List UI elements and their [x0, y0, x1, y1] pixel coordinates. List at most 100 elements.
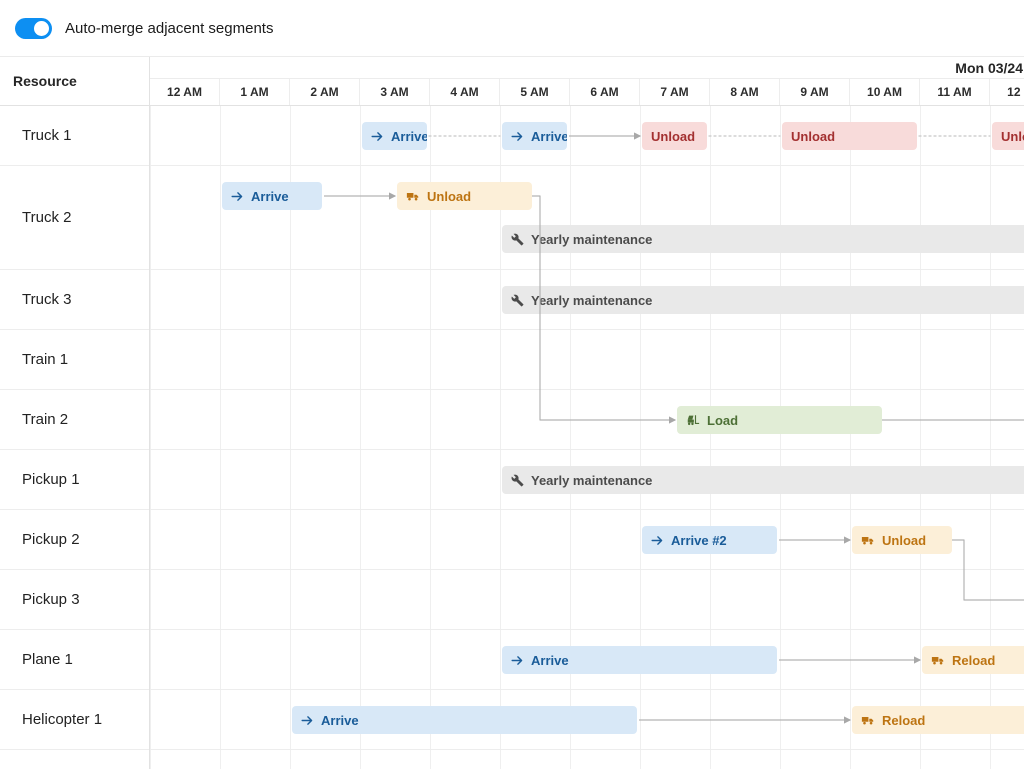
- event-label: Arrive: [321, 712, 359, 728]
- resource-name: Truck 2: [22, 209, 72, 226]
- event-heli1-arrive[interactable]: Arrive: [292, 706, 637, 734]
- time-axis-hour-label: 9 AM: [780, 79, 850, 105]
- timeline-row-pickup3: [150, 570, 1024, 630]
- wrench-icon: [511, 294, 524, 307]
- event-label: Arrive #2: [671, 532, 727, 548]
- truck-icon: [861, 713, 875, 727]
- forklift-icon: [686, 413, 700, 427]
- event-label: Reload: [882, 712, 926, 728]
- event-t3-maintenance[interactable]: Yearly maintenance: [502, 286, 1024, 314]
- truck-icon: [931, 653, 945, 667]
- event-label: Unload: [651, 128, 696, 144]
- time-axis-hour-label: 3 AM: [360, 79, 430, 105]
- timeline-row-train2: [150, 390, 1024, 450]
- truck-icon: [861, 533, 875, 547]
- resource-row-pickup2: Pickup 2: [0, 510, 149, 570]
- resource-name: Plane 1: [22, 651, 73, 668]
- time-axis-hour-label: 5 AM: [500, 79, 570, 105]
- time-axis-hour-label: 2 AM: [290, 79, 360, 105]
- resource-name: Train 1: [22, 351, 69, 368]
- resource-name: Truck 3: [22, 291, 72, 308]
- truck-icon: [406, 189, 420, 203]
- timeline-row-pickup2: [150, 510, 1024, 570]
- event-label: Arrive: [531, 652, 569, 668]
- arrow-right-icon: [651, 534, 664, 547]
- resource-row-heli1: Helicopter 1: [0, 690, 149, 750]
- event-t1-unload-3[interactable]: Unload: [992, 122, 1024, 150]
- resource-name: Pickup 3: [22, 591, 80, 608]
- resource-name: Pickup 2: [22, 531, 80, 548]
- time-axis-hour-label: 11 AM: [920, 79, 990, 105]
- event-label: Arrive: [531, 128, 567, 144]
- event-t1-unload-1[interactable]: Unload: [642, 122, 707, 150]
- event-label: Unload: [1001, 128, 1024, 144]
- event-plane1-arrive[interactable]: Arrive: [502, 646, 777, 674]
- scheduler-body: Truck 1 Truck 2 Truck 3 Train 1 Train 2 Picku…: [0, 106, 1024, 769]
- event-t2-unload[interactable]: Unload: [397, 182, 532, 210]
- event-t2-arrive[interactable]: Arrive: [222, 182, 322, 210]
- resource-row-pickup1: Pickup 1: [0, 450, 149, 510]
- resource-column: Truck 1 Truck 2 Truck 3 Train 1 Train 2 Picku…: [0, 106, 150, 769]
- event-p1-maintenance[interactable]: Yearly maintenance: [502, 466, 1024, 494]
- event-heli1-reload[interactable]: Reload: [852, 706, 1024, 734]
- toggle-knob: [34, 20, 49, 36]
- resource-row-row-partial: [0, 750, 149, 769]
- wrench-icon: [511, 233, 524, 246]
- timeline-row-heli1: [150, 690, 1024, 750]
- event-p2-unload[interactable]: Unload: [852, 526, 952, 554]
- resource-name: Truck 1: [22, 127, 72, 144]
- time-axis-hour-label: 12 AM: [150, 79, 220, 105]
- time-axis-hour-label: 4 AM: [430, 79, 500, 105]
- resource-row-truck2: Truck 2: [0, 166, 149, 270]
- auto-merge-toggle[interactable]: [15, 17, 52, 39]
- event-label: Arrive: [391, 128, 427, 144]
- time-axis-hour-label: 10 AM: [850, 79, 920, 105]
- event-label: Yearly maintenance: [531, 292, 653, 308]
- event-label: Unload: [791, 128, 836, 144]
- resource-row-train2: Train 2: [0, 390, 149, 450]
- event-label: Unload: [882, 532, 927, 548]
- timeline-row-pickup1: [150, 450, 1024, 510]
- time-axis-hour-label: 1 AM: [220, 79, 290, 105]
- event-plane1-reload[interactable]: Reload: [922, 646, 1024, 674]
- event-label: Reload: [952, 652, 996, 668]
- toolbar: Auto-merge adjacent segments: [0, 0, 1024, 56]
- event-train2-load[interactable]: Load: [677, 406, 882, 434]
- resource-column-header: Resource: [0, 57, 150, 105]
- time-axis-hour-label: 12 PM: [990, 79, 1024, 105]
- timeline[interactable]: ArriveArriveUnloadUnloadUnloadArriveUnlo…: [150, 106, 1024, 769]
- event-t1-arrive-1[interactable]: Arrive: [362, 122, 427, 150]
- event-p2-arrive-2[interactable]: Arrive #2: [642, 526, 777, 554]
- resource-row-plane1: Plane 1: [0, 630, 149, 690]
- auto-merge-label: Auto-merge adjacent segments: [65, 19, 274, 37]
- resource-row-pickup3: Pickup 3: [0, 570, 149, 630]
- wrench-icon: [511, 474, 524, 487]
- time-axis-hour-label: 7 AM: [640, 79, 710, 105]
- resource-name: Helicopter 1: [22, 711, 103, 728]
- resource-name: Pickup 1: [22, 471, 80, 488]
- timeline-row-plane1: [150, 630, 1024, 690]
- event-t2-maintenance[interactable]: Yearly maintenance: [502, 225, 1024, 253]
- resource-name: Train 2: [22, 411, 69, 428]
- date-row: Mon 03/24: [150, 57, 1024, 79]
- arrow-right-icon: [231, 190, 244, 203]
- timeline-row-truck1: [150, 106, 1024, 166]
- events-layer: ArriveArriveUnloadUnloadUnloadArriveUnlo…: [150, 106, 1024, 769]
- event-t1-arrive-2[interactable]: Arrive: [502, 122, 567, 150]
- event-label: Arrive: [251, 188, 289, 204]
- event-label: Yearly maintenance: [531, 231, 653, 247]
- arrow-right-icon: [301, 714, 314, 727]
- resource-row-train1: Train 1: [0, 330, 149, 390]
- resource-row-truck1: Truck 1: [0, 106, 149, 166]
- event-label: Yearly maintenance: [531, 472, 653, 488]
- arrow-right-icon: [371, 130, 384, 143]
- event-label: Load: [707, 412, 739, 428]
- event-t1-unload-2[interactable]: Unload: [782, 122, 917, 150]
- event-label: Unload: [427, 188, 472, 204]
- resource-row-truck3: Truck 3: [0, 270, 149, 330]
- arrow-right-icon: [511, 130, 524, 143]
